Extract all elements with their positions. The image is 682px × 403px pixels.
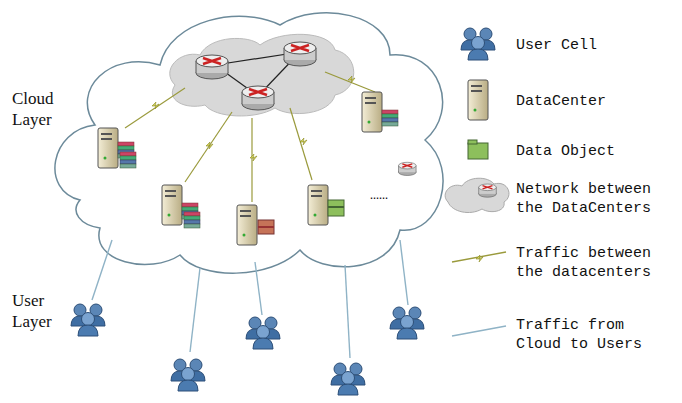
- layer-label: User Layer: [12, 290, 72, 332]
- legend-text: User Cell: [516, 36, 671, 55]
- ellipsis-mark: ……: [370, 186, 410, 205]
- legend-text: Traffic from Cloud to Users: [516, 316, 671, 354]
- legend-text: DataCenter: [516, 92, 671, 111]
- legend-text: Traffic between the datacenters: [516, 244, 671, 282]
- layer-label: Cloud Layer: [12, 88, 72, 130]
- legend-text: Data Object: [516, 142, 671, 161]
- legend-text: Network between the DataCenters: [516, 180, 671, 218]
